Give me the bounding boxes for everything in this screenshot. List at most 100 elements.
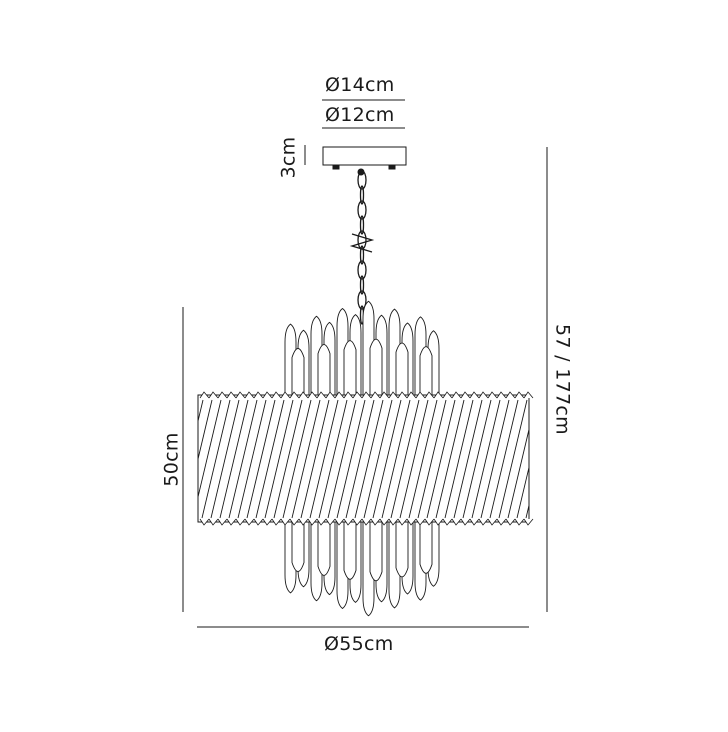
edge-tooth	[271, 391, 282, 399]
drum-outline	[197, 394, 530, 523]
edge-tooth	[514, 391, 525, 399]
canopy-outer-diameter-label: Ø14cm	[325, 74, 395, 96]
edge-tooth	[343, 518, 354, 526]
crystal-rod	[246, 399, 276, 519]
crystal-rod	[345, 399, 375, 519]
chain-link	[357, 200, 367, 220]
crystal-rod	[435, 399, 465, 519]
crystal-rod	[462, 399, 492, 519]
crystal-rod	[336, 399, 366, 519]
crystal-rod	[318, 399, 348, 519]
edge-tooth	[397, 391, 408, 399]
edge-tooth	[208, 518, 219, 526]
edge-tooth	[235, 391, 246, 399]
crystal-rod	[255, 399, 285, 519]
canopy-height-label: 3cm	[277, 136, 300, 179]
crystal-rod	[363, 399, 393, 519]
edge-tooth	[361, 518, 372, 526]
crystal-rod	[444, 399, 474, 519]
edge-tooth	[226, 391, 237, 399]
crystal-blade	[419, 519, 433, 574]
edge-tooth	[280, 518, 291, 526]
crystal-rod	[417, 399, 447, 519]
edge-tooth	[262, 391, 273, 399]
crystal-rod	[372, 399, 402, 519]
chain-link	[359, 245, 365, 265]
edge-tooth	[442, 518, 453, 526]
crystal-rod	[399, 399, 429, 519]
upper-crystal-tier	[284, 300, 440, 399]
crystal-blade	[395, 342, 409, 399]
crystal-blade	[343, 340, 357, 399]
chain-link	[357, 290, 367, 310]
edge-tooth	[388, 391, 399, 399]
edge-tooth	[397, 518, 408, 526]
edge-tooth	[289, 391, 300, 399]
crystal-rod	[471, 399, 501, 519]
edge-tooth	[415, 391, 426, 399]
canopy	[322, 146, 407, 176]
crystal-rod	[489, 399, 519, 519]
crystal-rod	[507, 427, 529, 519]
crystal-rod	[525, 503, 529, 519]
edge-tooth	[352, 391, 363, 399]
overall-drop-label: 57 / 177cm	[551, 324, 574, 435]
chain-link	[359, 275, 365, 295]
edge-tooth	[370, 391, 381, 399]
body-diameter-label: Ø55cm	[324, 633, 394, 655]
crystal-rod	[381, 399, 411, 519]
edge-tooth	[460, 391, 471, 399]
edge-tooth	[217, 518, 228, 526]
crystal-rod	[273, 399, 303, 519]
chain-link	[357, 170, 367, 190]
edge-tooth	[478, 518, 489, 526]
edge-tooth	[199, 391, 210, 399]
edge-tooth	[523, 391, 534, 399]
edge-tooth	[217, 391, 228, 399]
crystal-rod	[198, 399, 222, 499]
edge-tooth	[298, 518, 309, 526]
drum-crystal-rods	[198, 399, 529, 519]
edge-tooth	[487, 391, 498, 399]
chain-link	[359, 215, 365, 235]
crystal-blade	[369, 338, 383, 399]
crystal-rod	[408, 399, 438, 519]
chain-link	[357, 260, 367, 280]
crystal-blade	[291, 519, 305, 572]
crystal-rod	[219, 399, 249, 519]
edge-tooth	[199, 518, 210, 526]
edge-tooth	[496, 391, 507, 399]
edge-tooth	[244, 518, 255, 526]
edge-tooth	[469, 391, 480, 399]
edge-tooth	[361, 391, 372, 399]
edge-tooth	[505, 518, 516, 526]
edge-tooth	[325, 391, 336, 399]
edge-tooth	[487, 518, 498, 526]
edge-tooth	[451, 391, 462, 399]
crystal-rod	[453, 399, 483, 519]
crystal-rod	[228, 399, 258, 519]
edge-tooth	[523, 518, 534, 526]
edge-tooth	[433, 518, 444, 526]
drum-top-edge	[199, 391, 534, 399]
edge-tooth	[226, 518, 237, 526]
edge-tooth	[379, 518, 390, 526]
edge-tooth	[253, 391, 264, 399]
edge-tooth	[406, 391, 417, 399]
crystal-blade	[291, 348, 305, 399]
crystal-rod	[498, 399, 528, 519]
crystal-rod	[480, 399, 510, 519]
dimension-lines	[182, 99, 548, 628]
edge-tooth	[415, 518, 426, 526]
edge-tooth	[505, 391, 516, 399]
edge-tooth	[388, 518, 399, 526]
canopy-plate	[322, 146, 407, 166]
crystal-rod	[264, 399, 294, 519]
edge-tooth	[451, 518, 462, 526]
edge-tooth	[352, 518, 363, 526]
edge-tooth	[244, 391, 255, 399]
edge-tooth	[496, 518, 507, 526]
crystal-rod	[210, 399, 240, 519]
canopy-inner-diameter-label: Ø12cm	[325, 104, 395, 126]
